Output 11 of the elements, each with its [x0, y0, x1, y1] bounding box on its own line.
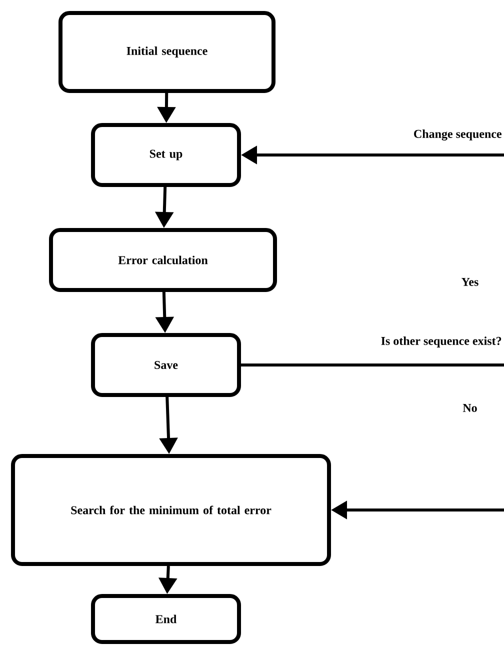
process-box: Save	[91, 333, 241, 397]
process-box: Error calculation	[49, 228, 277, 292]
process-box: Search for the minimum of total error	[11, 454, 331, 566]
process-box: End	[91, 594, 241, 644]
branch-label: Yes	[462, 278, 478, 286]
process-box: Set up	[91, 123, 241, 187]
process-box: Initial sequence	[58, 11, 276, 93]
branch-label: No	[462, 404, 477, 412]
connector-line	[241, 364, 504, 366]
edge-label: Is other sequence exist?	[381, 336, 502, 348]
edge-label: Change sequence	[414, 130, 502, 140]
